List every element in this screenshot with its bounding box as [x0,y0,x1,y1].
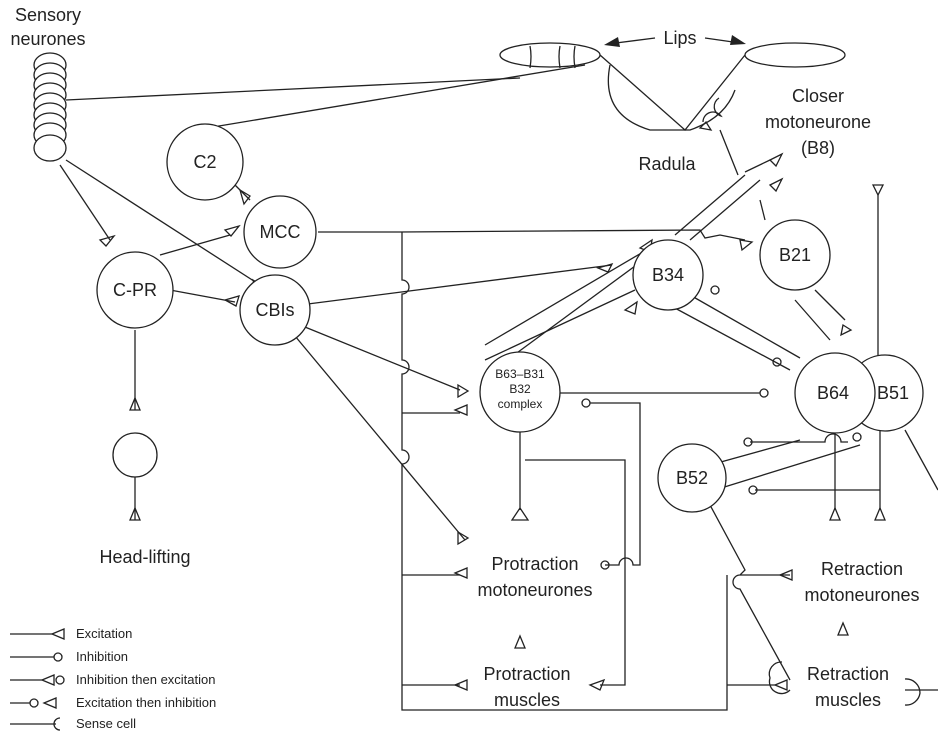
label-b34: B34 [652,265,684,285]
lips-arrows [604,35,746,47]
legend: Excitation Inhibition Inhibition then ex… [10,626,216,731]
legend-inhibition: Inhibition [10,649,128,664]
label-b63-3: complex [498,397,543,411]
legend-inhibition-label: Inhibition [76,649,128,664]
legend-exc-then-inh-label: Excitation then inhibition [76,695,216,710]
neuron-c2 [166,123,244,201]
label-sensory-1: Sensory [15,5,81,25]
label-retraction-mu-2: muscles [815,690,881,710]
lips-radula [499,42,846,131]
label-b21: B21 [779,245,811,265]
connections [59,64,938,711]
neuron-cbis [239,274,311,346]
label-protraction-mu-2: muscles [494,690,560,710]
label-mcc: MCC [260,222,301,242]
neuron-b34 [632,239,704,311]
labels: Sensory neurones Lips Radula Closer moto… [10,5,919,710]
label-b51: B51 [877,383,909,403]
label-protraction-mn-2: motoneurones [477,580,592,600]
label-protraction-mn-1: Protraction [491,554,578,574]
label-c2: C2 [193,152,216,172]
label-cpr: C-PR [113,280,157,300]
legend-exc-then-inh: Excitation then inhibition [10,695,216,710]
legend-inh-then-exc-label: Inhibition then excitation [76,672,215,687]
label-retraction-mn-1: Retraction [821,559,903,579]
label-radula: Radula [638,154,696,174]
label-b63-1: B63–B31 [495,367,545,381]
neuron-cpr [96,251,174,329]
label-sensory-2: neurones [10,29,85,49]
label-closer-1: Closer [792,86,844,106]
neuron-b64 [794,352,876,434]
label-protraction-mu-1: Protraction [483,664,570,684]
legend-excitation: Excitation [10,626,132,641]
neurones [96,123,924,513]
label-head-lifting: Head-lifting [99,547,190,567]
label-cbis: CBIs [255,300,294,320]
label-retraction-mn-2: motoneurones [804,585,919,605]
label-retraction-mu-1: Retraction [807,664,889,684]
legend-inh-then-exc: Inhibition then excitation [10,672,215,687]
label-b64: B64 [817,383,849,403]
label-lips: Lips [663,28,696,48]
legend-sense-cell: Sense cell [10,716,136,731]
label-closer-3: (B8) [801,138,835,158]
neuron-b52 [657,443,727,513]
label-closer-2: motoneurone [765,112,871,132]
legend-excitation-label: Excitation [76,626,132,641]
legend-sense-cell-label: Sense cell [76,716,136,731]
neuron-mcc [243,195,317,269]
neuron-b21 [759,219,831,291]
label-b63-2: B32 [509,382,531,396]
sensory-neurones [33,52,67,162]
label-b52: B52 [676,468,708,488]
neuron-b63-complex [479,351,561,433]
